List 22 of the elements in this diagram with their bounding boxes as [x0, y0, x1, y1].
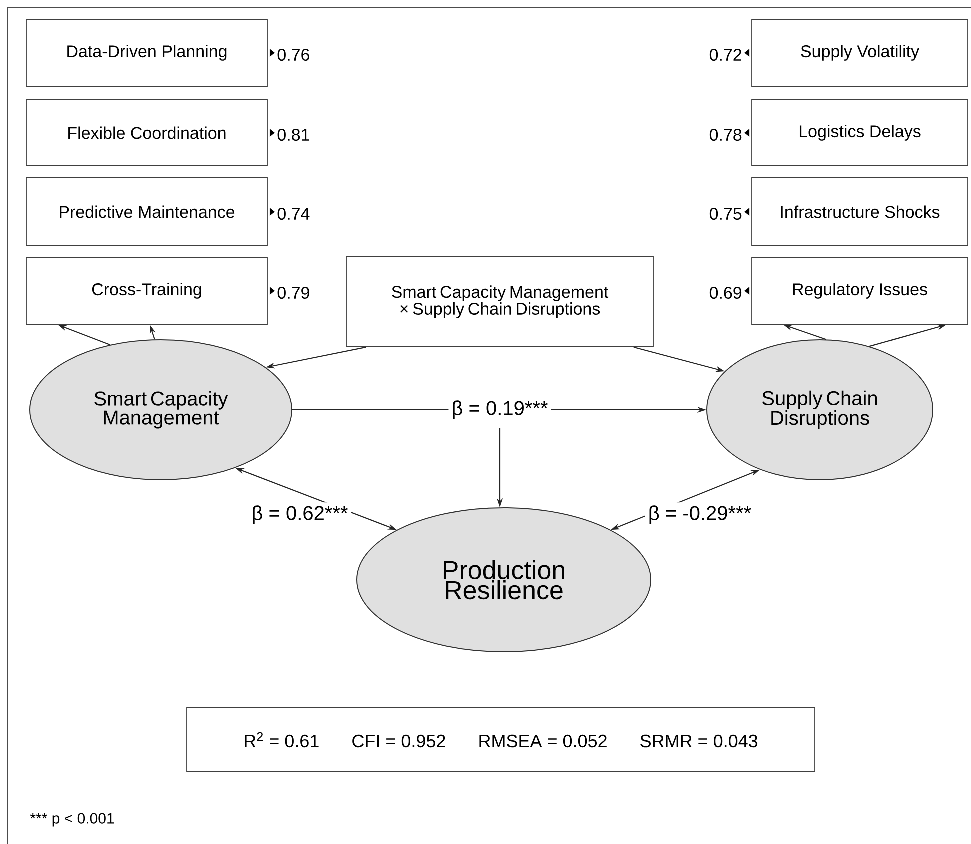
indicator-box: Predictive Maintenance [26, 178, 268, 246]
loading-value: 0.75 [710, 208, 742, 220]
footnote: *** p < 0.001 [30, 813, 114, 827]
loading-value: 0.78 [710, 128, 742, 142]
path-coefficient: β = 0.62*** [248, 502, 352, 528]
indicator-box: Infrastructure Shocks [752, 178, 968, 246]
indicator-box: Data-Driven Planning [26, 19, 268, 87]
indicator-box: Logistics Delays [752, 100, 968, 166]
loading-value: 0.81 [278, 128, 310, 142]
loading-value: 0.74 [278, 208, 310, 220]
indicator-box: Cross-Training [26, 257, 268, 325]
loading-value: 0.72 [710, 48, 742, 62]
loading-value: 0.79 [278, 286, 310, 300]
indicator-box: Regulatory Issues [752, 257, 968, 325]
path-coefficient: β = 0.19*** [448, 398, 552, 422]
path-coefficient: β = -0.29*** [645, 502, 755, 528]
indicator-box: Smart Capacity Management × Supply Chain Disruptions [346, 256, 654, 348]
fit-statistics-box: R$^{2}$ = 0.61 CFI = 0.952 RMSEA = 0.052 SRMR = 0.043 [186, 708, 816, 772]
loading-value: 0.69 [710, 286, 742, 300]
loading-value: 0.76 [278, 48, 310, 62]
indicator-box: Supply Volatility [752, 19, 968, 87]
indicator-box: Flexible Coordination [26, 100, 268, 166]
